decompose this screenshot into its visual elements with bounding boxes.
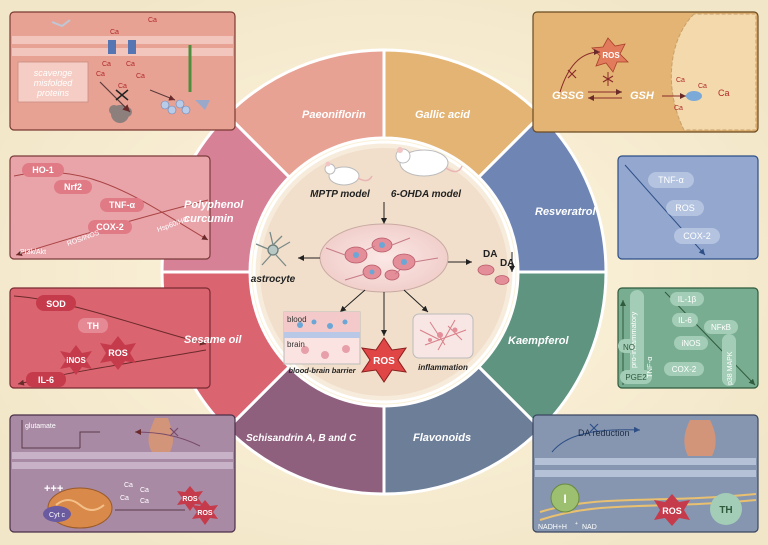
p1-ca-3: Ca	[102, 61, 111, 68]
panel-sesame	[9, 287, 211, 389]
label-resveratrol: Resveratrol	[535, 206, 596, 218]
p7-il1b: IL-1β	[678, 295, 697, 304]
p2-nrf2: Nrf2	[64, 182, 82, 192]
p2-tnf: TNF-α	[109, 200, 135, 210]
bbb-box	[283, 311, 361, 365]
p5-ca-3: Ca	[718, 88, 730, 98]
p3-ros: ROS	[108, 348, 128, 358]
panel-flavonoids	[532, 414, 759, 533]
p7-proinf: pro-inflammatory	[629, 311, 638, 368]
panel-paeoniflorin	[9, 11, 236, 131]
p4-ca-2: Ca	[140, 487, 149, 494]
neuron-processes	[325, 237, 439, 281]
p4-cytc: Cyt c	[49, 512, 65, 519]
p8-nad: NAD	[582, 524, 597, 531]
p8-nadh: NADH+H	[538, 524, 567, 531]
da-neurons	[477, 264, 510, 285]
p5-ca-1: Ca	[676, 77, 685, 84]
p8-th: TH	[719, 505, 732, 516]
panel-kaempferol	[617, 287, 759, 389]
label-flavonoids: Flavonoids	[413, 432, 471, 444]
panel-resveratrol	[617, 155, 759, 260]
p8-i: I	[563, 492, 566, 506]
p5-ca-4: Ca	[674, 105, 683, 112]
p1-ca-5: Ca	[96, 71, 105, 78]
p5-gssg: GSSG	[552, 90, 584, 102]
p4-plus: +++	[44, 483, 63, 495]
da-label-1: DA	[483, 249, 497, 260]
center-ros-star	[360, 337, 408, 383]
p1-misfold-2: misfolded	[34, 78, 74, 88]
p1-ca-4: Ca	[126, 61, 135, 68]
p3-th: TH	[87, 321, 99, 331]
da-label-2: DA	[500, 258, 514, 269]
p7-cox2: COX-2	[672, 365, 697, 374]
label-sesame: Sesame oil	[184, 334, 242, 346]
p7-tnf: TNF-α	[645, 356, 654, 378]
p1-ca-2: Ca	[148, 17, 157, 24]
inflammation-box	[412, 313, 474, 359]
treatment-ring	[160, 48, 608, 496]
p3-sod: SOD	[46, 299, 66, 309]
neuron-nuclei	[353, 242, 407, 275]
p1-ca-6: Ca	[136, 73, 145, 80]
p5-ca-2: Ca	[698, 83, 707, 90]
p8-nadh-plus: +	[575, 521, 578, 527]
p4-ros-1: ROS	[182, 496, 198, 503]
label-polyphenol-1: Polyphenol	[184, 199, 244, 211]
p7-pge2: PGE2	[625, 373, 647, 382]
p8-ros: ROS	[662, 506, 682, 516]
p3-inos: iNOS	[66, 356, 86, 365]
p8-da-reduction: DA reduction	[578, 428, 630, 438]
p4-ros-2: ROS	[197, 510, 213, 517]
arrow-to-bbb	[339, 289, 366, 313]
panel-gallic	[532, 11, 759, 133]
arrow-to-inflammation	[403, 289, 429, 313]
p2-cox2: COX-2	[96, 222, 124, 232]
p1-misfold-1: scavenge	[34, 68, 73, 78]
center-ros-label: ROS	[373, 356, 395, 367]
p6-tnf: TNF-α	[658, 175, 684, 185]
astrocyte-icon	[255, 231, 291, 267]
p4-ca-4: Ca	[140, 498, 149, 505]
mptp-label: MPTP model	[310, 189, 370, 200]
inflammation-label: inflammation	[418, 363, 468, 372]
blood-label: blood	[287, 315, 307, 324]
label-paeoniflorin: Paeoniflorin	[302, 109, 366, 121]
p7-p38: p38 MAPK	[727, 351, 734, 385]
label-schisandrin: Schisandrin A, B and C	[246, 433, 357, 444]
p7-nfkb: NFκB	[711, 323, 731, 332]
p4-ca-1: Ca	[124, 482, 133, 489]
neuron-cluster	[319, 223, 449, 293]
p1-misfold-3: proteins	[36, 88, 70, 98]
p2-ho1: HO-1	[32, 165, 54, 175]
label-gallic: Gallic acid	[415, 109, 470, 121]
p7-no: NO	[623, 343, 635, 352]
p6-ros: ROS	[675, 203, 695, 213]
ohda-mouse	[395, 147, 463, 177]
p2-pi3k: PI3k/Akt	[20, 249, 46, 256]
p5-ros: ROS	[602, 51, 620, 60]
p1-ca-7: Ca	[118, 83, 127, 90]
p6-cox2: COX-2	[683, 231, 711, 241]
ohda-label: 6-OHDA model	[391, 189, 461, 200]
p4-ca-3: Ca	[120, 495, 129, 502]
p7-inos: iNOS	[681, 339, 700, 348]
p5-gsh: GSH	[630, 90, 655, 102]
brain-label: brain	[287, 340, 305, 349]
astrocyte-label: astrocyte	[251, 274, 296, 285]
mptp-mouse	[324, 161, 373, 186]
p3-il6: IL-6	[38, 375, 54, 385]
bbb-label: blood-brain barrier	[288, 366, 356, 375]
p4-glutamate: glutamate	[25, 423, 56, 430]
p7-il6: IL-6	[678, 316, 692, 325]
panel-schisandrin	[9, 414, 236, 533]
label-kaempferol: Kaempferol	[508, 335, 569, 347]
p1-ca-1: Ca	[110, 29, 119, 36]
label-polyphenol-2: curcumin	[184, 213, 234, 225]
panel-polyphenol	[9, 155, 211, 260]
